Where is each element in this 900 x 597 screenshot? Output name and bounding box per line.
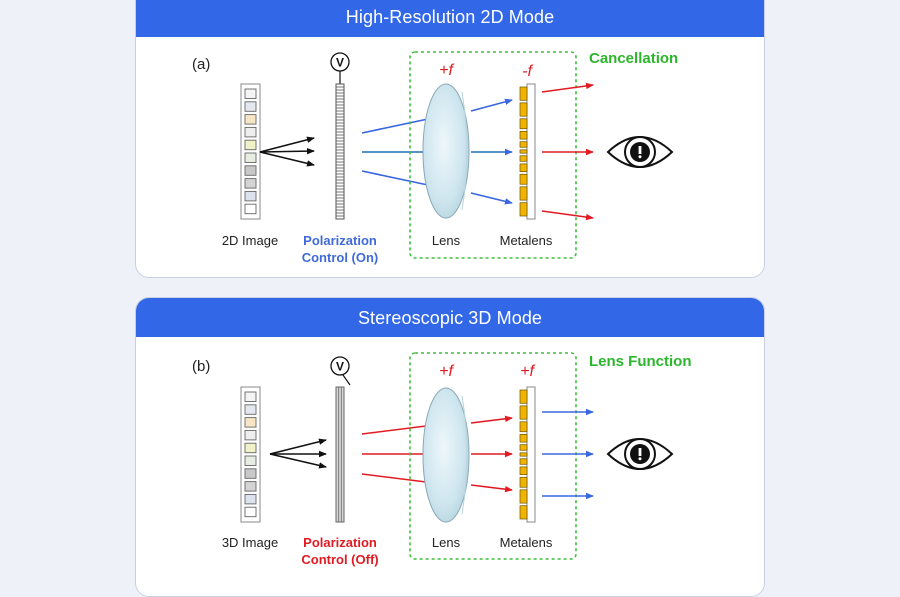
svg-text:V: V [336, 360, 344, 374]
result-label: Lens Function [589, 353, 692, 370]
lens-focal-label: +f [439, 62, 454, 79]
polarization-label-line1: Polarization [303, 535, 377, 550]
voltage-source-icon: V [330, 356, 351, 386]
polarization-label-line1: Polarization [303, 233, 377, 248]
metalens-nanostructure [519, 149, 528, 154]
polarization-label-line2: Control (On) [302, 250, 379, 265]
source-label: 3D Image [222, 535, 278, 550]
image-pixel [244, 442, 257, 454]
metalens-nanostructure [519, 433, 528, 443]
mid-rays [470, 98, 513, 205]
lens-focal-label: +f [439, 363, 454, 380]
metalens-icon [519, 386, 536, 523]
image-pixel [244, 126, 257, 138]
image-pixel [244, 481, 257, 492]
component-box [409, 352, 577, 560]
mid-rays [470, 415, 513, 493]
metalens-label: Metalens [500, 233, 553, 248]
image-pixel [244, 493, 257, 505]
metalens-nanostructure [519, 86, 528, 101]
metalens-focal-label: -f [522, 63, 533, 80]
metalens-nanostructure [519, 173, 528, 185]
metalens-nanostructure [519, 202, 528, 217]
image-pixel [244, 101, 257, 112]
panel-header-2d: High-Resolution 2D Mode [136, 0, 764, 37]
metalens-nanostructure [519, 476, 528, 488]
outgoing-rays [541, 82, 594, 221]
metalens-icon [519, 83, 536, 220]
metalens-label: Metalens [500, 535, 553, 550]
metalens-nanostructure [519, 389, 528, 404]
image-pixel [244, 429, 257, 441]
metalens-nanostructure [519, 186, 528, 201]
panel-2d-mode: High-Resolution 2D Mode [135, 0, 765, 278]
panel-label: (b) [192, 358, 210, 375]
outgoing-rays [542, 408, 594, 500]
metalens-nanostructure [519, 141, 528, 148]
optics-diagram: (a) V [192, 50, 692, 567]
source-rays [269, 438, 327, 469]
metalens-nanostructure [519, 421, 528, 433]
image-pixel [244, 114, 257, 125]
panel-label: (a) [192, 56, 210, 73]
metalens-nanostructure [519, 466, 528, 476]
metalens-nanostructure [519, 155, 528, 162]
eye-icon [606, 136, 674, 168]
image-pixel [244, 152, 257, 163]
polarization-label-line2: Control (Off) [301, 552, 378, 567]
metalens-nanostructure [519, 489, 528, 504]
eye-icon [606, 438, 674, 470]
image-pixel [244, 404, 257, 415]
image-pixel [244, 178, 257, 189]
image-pixel-column [240, 386, 261, 523]
image-pixel [244, 165, 257, 176]
source-rays [259, 136, 315, 167]
image-pixel [244, 391, 257, 402]
metalens-nanostructure [519, 452, 528, 457]
image-pixel [244, 417, 257, 428]
lens-label: Lens [432, 535, 461, 550]
polarization-control-on [335, 83, 345, 220]
image-pixel [244, 506, 257, 518]
image-pixel [244, 88, 257, 99]
panel-b-diagram: (b) V +f [192, 352, 692, 567]
panel-header-3d: Stereoscopic 3D Mode [136, 298, 764, 337]
image-pixel [244, 190, 257, 202]
image-pixel-column [240, 83, 261, 220]
image-pixel [244, 468, 257, 479]
svg-text:V: V [336, 56, 344, 70]
metalens-nanostructure [519, 130, 528, 140]
polarization-control-off [335, 386, 345, 523]
panel-a-diagram: (a) V [192, 50, 678, 265]
component-box [409, 51, 577, 259]
lens-icon [422, 83, 470, 219]
image-pixel [244, 203, 257, 215]
metalens-nanostructure [519, 405, 528, 420]
image-pixel [244, 455, 257, 466]
lens-icon [422, 387, 470, 523]
lens-label: Lens [432, 233, 461, 248]
image-pixel [244, 139, 257, 151]
voltage-source-icon: V [330, 52, 350, 84]
metalens-nanostructure [519, 102, 528, 117]
result-label: Cancellation [589, 50, 678, 67]
metalens-focal-label: +f [520, 363, 535, 380]
metalens-nanostructure [519, 505, 528, 520]
metalens-nanostructure [519, 163, 528, 173]
metalens-nanostructure [519, 444, 528, 451]
metalens-nanostructure [519, 458, 528, 465]
metalens-nanostructure [519, 118, 528, 130]
source-label: 2D Image [222, 233, 278, 248]
